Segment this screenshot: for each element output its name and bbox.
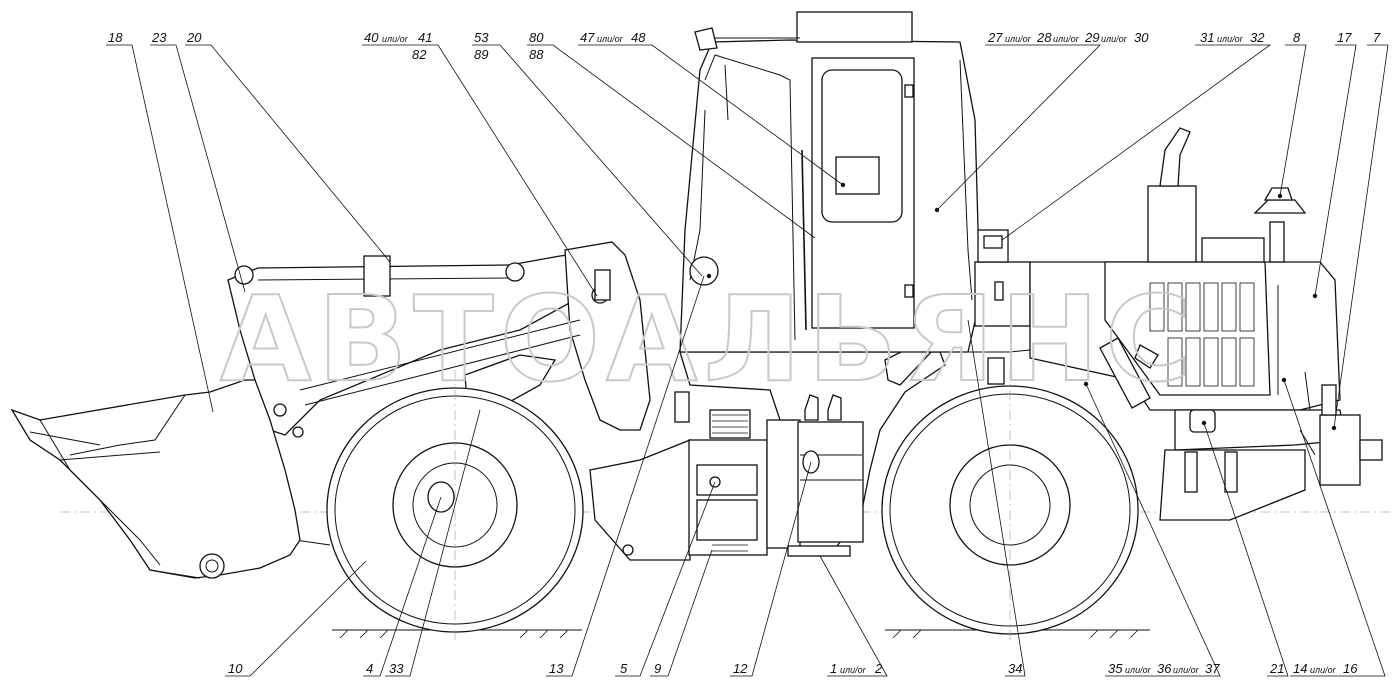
callout-2: 2 — [874, 661, 883, 676]
callout-80: 80 — [529, 30, 544, 45]
engine-hood — [974, 127, 1383, 521]
leader-lines — [106, 44, 1389, 677]
callout-10: 10 — [228, 661, 243, 676]
callout-89: 89 — [474, 47, 488, 62]
callout-37: 37 — [1205, 661, 1220, 676]
callout-9: 9 — [654, 661, 661, 676]
callout-88: 88 — [529, 47, 544, 62]
callout-53: 53 — [474, 30, 489, 45]
front-wheel — [326, 370, 584, 640]
callout-29-or: или/or — [1101, 34, 1128, 44]
callout-23: 23 — [151, 30, 167, 45]
callout-36: 36 — [1157, 661, 1172, 676]
callout-18: 18 — [108, 30, 123, 45]
callout-27-or: или/or — [1005, 34, 1032, 44]
callout-33: 33 — [389, 661, 404, 676]
callout-32: 32 — [1250, 30, 1265, 45]
watermark-text: АВТОАЛЬЯНС — [220, 270, 1198, 408]
callout-13: 13 — [549, 661, 564, 676]
center-frame — [679, 339, 1080, 557]
callout-36-or: или/or — [1173, 665, 1200, 675]
callout-12: 12 — [733, 661, 748, 676]
callout-41: 41 — [418, 30, 432, 45]
callout-14-or: или/or — [1310, 665, 1337, 675]
callout-40: 40 — [364, 30, 379, 45]
callout-35-or: или/or — [1125, 665, 1152, 675]
callout-17: 17 — [1337, 30, 1352, 45]
callout-8: 8 — [1293, 30, 1301, 45]
callout-21: 21 — [1269, 661, 1284, 676]
callout-47-or: или/or — [597, 34, 624, 44]
callout-14: 14 — [1293, 661, 1307, 676]
front-frame — [589, 391, 803, 561]
callout-35: 35 — [1108, 661, 1123, 676]
callout-30: 30 — [1134, 30, 1149, 45]
callout-1-or: или/or — [840, 665, 867, 675]
callout-34: 34 — [1008, 661, 1022, 676]
callout-16: 16 — [1343, 661, 1358, 676]
callout-5: 5 — [620, 661, 628, 676]
callout-1: 1 — [830, 661, 837, 676]
callout-20: 20 — [186, 30, 202, 45]
callout-47: 47 — [580, 30, 595, 45]
callout-31: 31 — [1200, 30, 1214, 45]
callout-82: 82 — [412, 47, 427, 62]
callout-labels: 18 23 20 40 или/or 41 82 53 89 80 88 47 … — [108, 30, 1381, 676]
callout-28-or: или/or — [1053, 34, 1080, 44]
rear-wheel — [881, 370, 1139, 640]
callout-40-or: или/or — [382, 34, 409, 44]
callout-7: 7 — [1373, 30, 1381, 45]
callout-4: 4 — [366, 661, 373, 676]
bucket — [10, 379, 304, 579]
callout-27: 27 — [987, 30, 1003, 45]
callout-29: 29 — [1084, 30, 1099, 45]
callout-48: 48 — [631, 30, 646, 45]
callout-31-or: или/or — [1217, 34, 1244, 44]
engine-grille — [1149, 282, 1255, 387]
cab — [679, 11, 981, 353]
callout-28: 28 — [1036, 30, 1052, 45]
